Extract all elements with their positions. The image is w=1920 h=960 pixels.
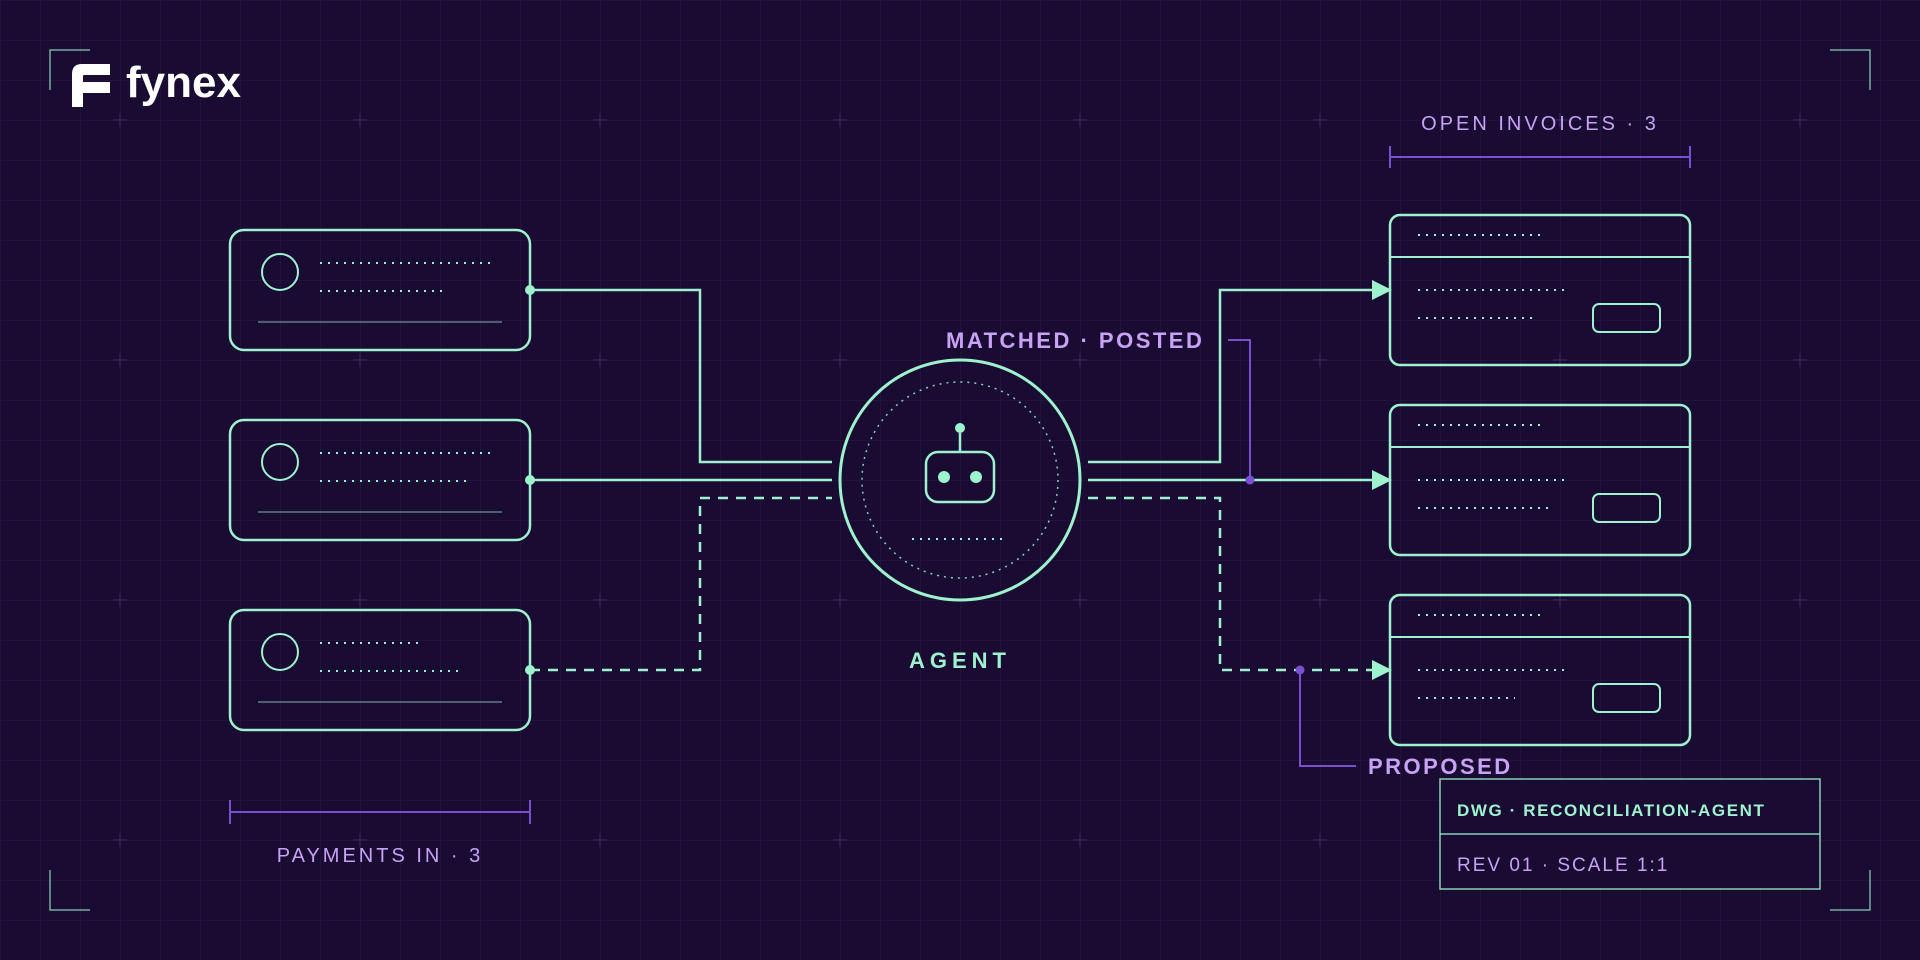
matched-leader: [1228, 339, 1251, 480]
invoices-dimension-line: [1389, 146, 1691, 168]
grid-cross-mark: [1313, 593, 1327, 607]
grid-cross-mark: [1073, 593, 1087, 607]
invoice-cards: [1388, 213, 1692, 747]
robot-icon: [924, 423, 996, 504]
grid-cross-mark: [833, 593, 847, 607]
grid-cross-mark: [593, 113, 607, 127]
payment-cards: [228, 228, 532, 732]
agent-node: [838, 358, 1082, 602]
invoice-card: [1388, 593, 1692, 747]
corner-brackets: [49, 49, 1871, 911]
grid-cross-mark: [113, 833, 127, 847]
grid-cross-mark: [593, 593, 607, 607]
grid-cross-mark: [1073, 113, 1087, 127]
brand-name: fynex: [126, 58, 241, 107]
fynex-logo-mark: [72, 64, 110, 107]
title-block: DWG · RECONCILIATION-AGENT REV 01 · SCAL…: [1439, 778, 1821, 890]
grid-cross-mark: [1313, 833, 1327, 847]
connector-dots: [525, 285, 535, 675]
agent-label: AGENT: [909, 648, 1011, 673]
outbound-connectors: [1088, 280, 1392, 680]
grid-cross-mark: [1793, 113, 1807, 127]
proposed-leader: [1299, 670, 1356, 767]
connector-solid: [1088, 280, 1392, 464]
drawing-title: DWG · RECONCILIATION-AGENT: [1457, 801, 1766, 820]
grid-cross-mark: [1073, 833, 1087, 847]
connector-solid: [530, 288, 832, 464]
grid-cross-mark: [833, 833, 847, 847]
matched-posted-label: MATCHED · POSTED: [946, 328, 1204, 353]
grid-cross-mark: [593, 353, 607, 367]
drawing-revision: REV 01 · SCALE 1:1: [1457, 855, 1669, 876]
grid-cross-mark: [1073, 353, 1087, 367]
grid-cross-mark: [113, 113, 127, 127]
annotation-leaders: [1228, 339, 1356, 767]
proposed-label: PROPOSED: [1368, 754, 1513, 779]
grid-cross-mark: [353, 113, 367, 127]
grid-cross-mark: [1793, 353, 1807, 367]
grid-cross-mark: [1313, 353, 1327, 367]
grid-cross-mark: [1553, 113, 1567, 127]
inbound-connectors: [530, 288, 832, 672]
invoice-card: [1388, 403, 1692, 557]
payments-dimension-line: [229, 800, 531, 824]
connector-dashed: [530, 496, 832, 672]
fynex-logo: fynex: [72, 58, 241, 107]
leader-dots: [1245, 475, 1305, 675]
open-invoices-label: OPEN INVOICES · 3: [1421, 113, 1659, 135]
grid-cross-mark: [353, 833, 367, 847]
grid-cross-mark: [353, 593, 367, 607]
grid-cross-mark: [593, 833, 607, 847]
connector-dashed: [1088, 496, 1392, 680]
grid-cross-mark: [113, 593, 127, 607]
grid-cross-mark: [1313, 113, 1327, 127]
invoice-card: [1388, 213, 1692, 367]
grid-cross-mark: [1793, 593, 1807, 607]
payments-label: PAYMENTS IN · 3: [277, 845, 484, 867]
grid-cross-mark: [833, 353, 847, 367]
grid-cross-mark: [113, 353, 127, 367]
grid-crosshairs: [113, 113, 1807, 847]
grid-cross-mark: [833, 113, 847, 127]
grid-cross-mark: [353, 353, 367, 367]
payment-card: [228, 228, 532, 352]
